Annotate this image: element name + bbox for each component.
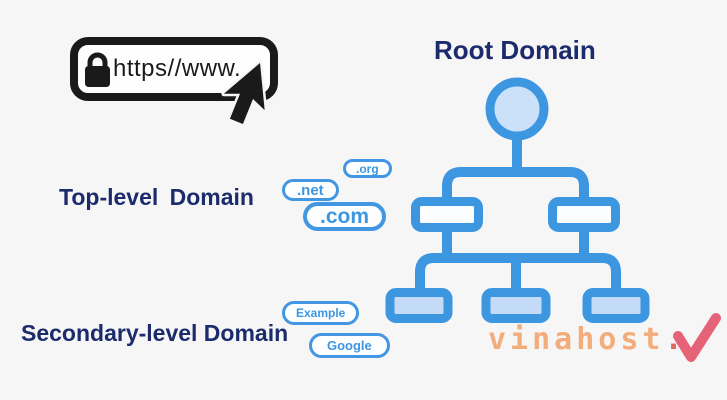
tree-boxes	[385, 197, 650, 323]
tld-node-right	[548, 197, 620, 232]
vinahost-watermark: vinahost.	[488, 322, 687, 357]
check-icon	[673, 313, 721, 362]
root-domain-node	[485, 77, 549, 141]
top-level-domain-heading: Top-level Domain	[59, 184, 254, 210]
level1-branch-line	[442, 167, 589, 202]
sld-bubble-google: Google	[309, 333, 390, 358]
sld-node-middle	[481, 288, 551, 323]
sld-node-right	[582, 288, 650, 323]
secondary-level-domain-heading: Secondary-level Domain	[21, 320, 289, 346]
root-domain-heading: Root Domain	[434, 35, 596, 65]
watermark-text: vinahost	[488, 322, 665, 357]
tld-bubble-com: .com	[303, 202, 387, 231]
url-text: https//www.	[113, 55, 242, 82]
address-bar: https//www.	[70, 37, 278, 101]
sld-bubble-example: Example	[282, 301, 360, 325]
sld-node-left	[385, 288, 453, 323]
watermark-dot: .	[664, 322, 687, 357]
tree-connectors	[415, 134, 621, 292]
cursor-arrow-icon	[221, 60, 268, 127]
tld-bubble-net: .net	[282, 179, 339, 201]
tld-bubble-org: .org	[343, 159, 392, 178]
lock-icon	[85, 52, 110, 87]
tld-node-left	[411, 197, 483, 232]
